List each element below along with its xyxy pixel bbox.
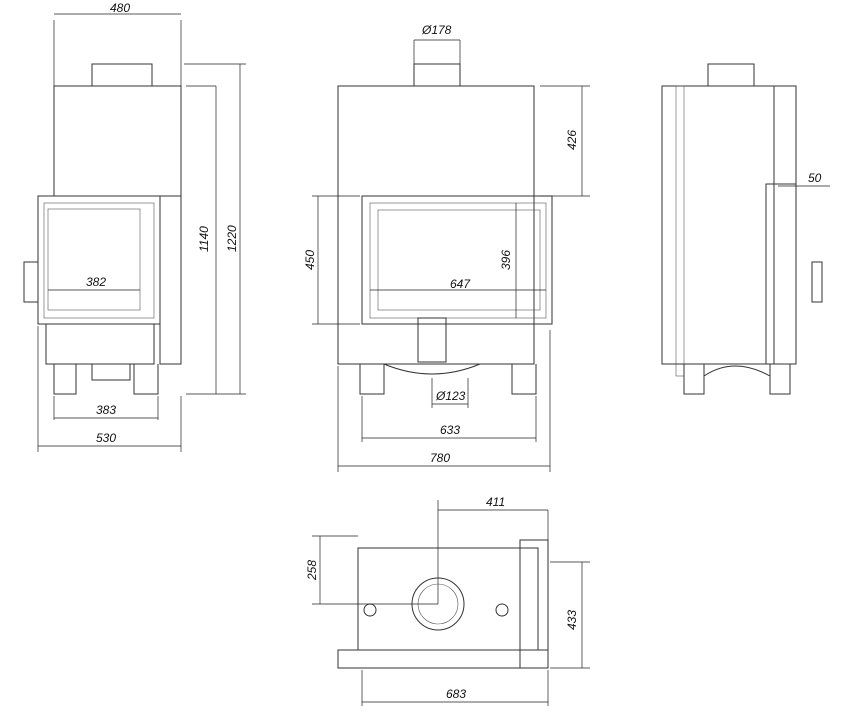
profile-view: 50 bbox=[661, 63, 830, 395]
dim-base-width: 633 bbox=[440, 423, 460, 437]
dim-front-height-inner: 1140 bbox=[197, 226, 211, 252]
main-view: Ø178 426 450 396 647 Ø123 633 780 bbox=[303, 23, 590, 472]
dim-air-inlet-diameter: Ø123 bbox=[435, 389, 466, 403]
dim-top-height: 426 bbox=[565, 130, 579, 150]
dim-front-total-width: 530 bbox=[96, 431, 116, 445]
dim-flue-offset: 411 bbox=[486, 495, 505, 509]
dim-depth: 433 bbox=[565, 610, 579, 630]
dim-front-width-top: 480 bbox=[110, 1, 130, 15]
dim-flue-diameter: Ø178 bbox=[421, 23, 452, 37]
dim-door-height: 450 bbox=[303, 250, 317, 270]
dim-flue-depth: 258 bbox=[305, 560, 319, 581]
front-view: 480 1140 1220 382 383 530 bbox=[23, 1, 246, 452]
dim-glass-height: 396 bbox=[499, 250, 513, 270]
dim-frame-depth: 50 bbox=[808, 171, 822, 185]
dim-total-width: 780 bbox=[430, 451, 450, 465]
dim-front-glass-width: 382 bbox=[86, 275, 106, 289]
dim-glass-width: 647 bbox=[450, 277, 471, 291]
dim-width: 683 bbox=[446, 687, 466, 701]
dim-front-height-total: 1220 bbox=[225, 225, 239, 252]
top-view: 411 258 433 683 bbox=[305, 495, 590, 706]
dim-front-base-width: 383 bbox=[96, 403, 116, 417]
